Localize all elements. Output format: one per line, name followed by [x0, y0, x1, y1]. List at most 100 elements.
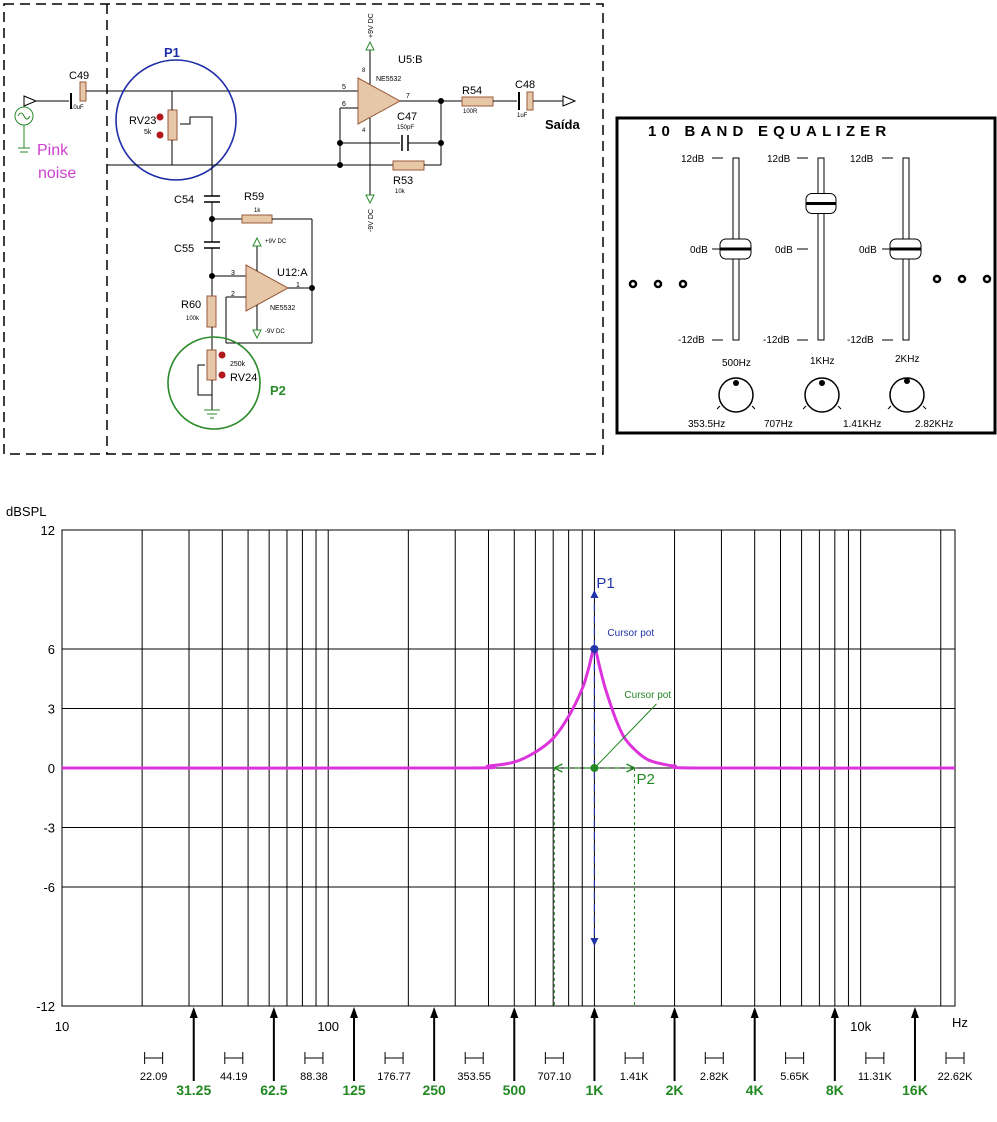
band-edge-label: 88.38: [300, 1071, 328, 1083]
r53-value: 10k: [395, 189, 406, 195]
right-more-bands: [932, 274, 992, 284]
rv24-label: RV24: [230, 372, 257, 384]
p2-arrow-left-icon: [552, 763, 563, 773]
center-arrowhead-icon: [910, 1007, 919, 1018]
center-freq-label: 62.5: [260, 1082, 287, 1098]
c47-label: C47: [397, 111, 417, 123]
band-edge-label: 44.19: [220, 1071, 248, 1083]
p1-arrow-down-icon: [590, 938, 599, 946]
schematic: [3, 3, 604, 455]
center-arrowhead-icon: [350, 1007, 359, 1018]
center-freq-label: 250: [422, 1082, 446, 1098]
c48-label: C48: [515, 79, 535, 91]
p1-arrow-up-icon: [590, 590, 599, 598]
knob-label: 2KHz: [895, 354, 919, 365]
p2-arrow-right-icon: [626, 763, 637, 773]
fader-track: [817, 157, 825, 341]
y-tick-label: -6: [43, 880, 55, 895]
y-axis-label: dBSPL: [6, 504, 46, 519]
fader-top-label: 12dB: [681, 154, 705, 165]
center-arrowhead-icon: [189, 1007, 198, 1018]
output-label: Saída: [545, 117, 580, 132]
band-bound-3: 1.41KHz: [843, 419, 881, 430]
capacitor-c49: [79, 81, 87, 102]
p1-circle: [115, 59, 237, 181]
u12-vminus: -9V DC: [265, 329, 285, 335]
fader-mid-label: 0dB: [775, 245, 793, 256]
band-edge-label: 353.55: [457, 1071, 491, 1083]
pin2-label: 2: [231, 291, 235, 298]
p1-cursor-label: Cursor pot: [607, 628, 654, 639]
c47-value: 150pF: [397, 125, 414, 131]
source-label-line1: Pink: [37, 142, 69, 159]
band-edge-label: 22.62K: [938, 1071, 974, 1083]
fader-2khz[interactable]: 12dB 0dB -12dB: [847, 154, 922, 346]
knob-dial-icon[interactable]: [804, 377, 840, 413]
fader-500hz[interactable]: 12dB 0dB -12dB: [678, 154, 752, 346]
fader-bottom-label: -12dB: [847, 335, 874, 346]
fader-bottom-label: -12dB: [678, 335, 705, 346]
r60-label: R60: [181, 299, 201, 311]
input-terminal-icon: [23, 95, 38, 107]
knob-500hz[interactable]: 500Hz: [718, 358, 754, 413]
y-tick-label: 0: [48, 761, 55, 776]
center-freq-label: 1K: [585, 1082, 603, 1098]
x-tick-label: 10: [55, 1019, 69, 1034]
pin6-label: 6: [342, 101, 346, 108]
knob-label: 1KHz: [810, 356, 834, 367]
pin1-label: 1: [296, 282, 300, 289]
capacitor-c48: [526, 91, 534, 111]
resistor-r53: [392, 160, 425, 171]
fader-1khz[interactable]: 12dB 0dB -12dB: [763, 154, 837, 346]
c49-value: 10uF: [70, 105, 84, 111]
pin3-label: 3: [231, 270, 235, 277]
u12-label: U12:A: [277, 267, 308, 279]
p1-chart-label: P1: [596, 575, 614, 592]
p2-label: P2: [270, 383, 286, 398]
rv23-value: 5k: [144, 129, 152, 136]
p1-cursor-dot: [590, 645, 599, 653]
band-bound-2: 707Hz: [764, 419, 793, 430]
center-freq-label: 125: [342, 1082, 366, 1098]
center-arrowhead-icon: [430, 1007, 439, 1018]
knob-label: 500Hz: [722, 358, 751, 369]
pin4-label: 4: [362, 128, 366, 134]
y-tick-label: -12: [36, 999, 55, 1014]
knob-dial-icon[interactable]: [718, 377, 754, 413]
r54-value: 100R: [463, 109, 478, 115]
pin5-label: 5: [342, 84, 346, 91]
u5-chip: NE5532: [376, 76, 401, 83]
source-label-line2: noise: [38, 165, 76, 182]
center-arrowhead-icon: [269, 1007, 278, 1018]
equalizer-panel: 10 BAND EQUALIZER 12dB 0dB -12dB: [615, 116, 997, 435]
band-bound-4: 2.82KHz: [915, 419, 953, 430]
band-edge-label: 11.31K: [858, 1071, 893, 1083]
knob-2khz[interactable]: 2KHz: [889, 354, 925, 413]
left-more-bands: [628, 279, 688, 289]
x-axis-label: Hz: [952, 1015, 968, 1030]
band-bound-1: 353.5Hz: [688, 419, 725, 430]
pin8-label: 8: [362, 68, 366, 74]
band-edge-label: 22.09: [140, 1071, 168, 1083]
resistor-r54: [461, 96, 494, 107]
center-arrowhead-icon: [830, 1007, 839, 1018]
fader-top-label: 12dB: [767, 154, 791, 165]
potentiometer-rv24: [206, 349, 217, 381]
p2-chart-label: P2: [636, 771, 654, 788]
c54-label: C54: [174, 194, 194, 206]
equalizer-title: 10 BAND EQUALIZER: [648, 123, 891, 140]
band-edge-label: 707.10: [538, 1071, 572, 1083]
knob-tick-marks: [716, 405, 927, 410]
knob-1khz[interactable]: 1KHz: [804, 356, 840, 413]
x-tick-label: 100: [317, 1019, 339, 1034]
y-tick-label: 6: [48, 642, 55, 657]
center-freq-label: 2K: [666, 1082, 684, 1098]
u12-vplus: +9V DC: [265, 239, 287, 245]
y-tick-label: 12: [41, 523, 55, 538]
center-freq-label: 500: [503, 1082, 527, 1098]
r59-value: 1k: [254, 208, 261, 214]
